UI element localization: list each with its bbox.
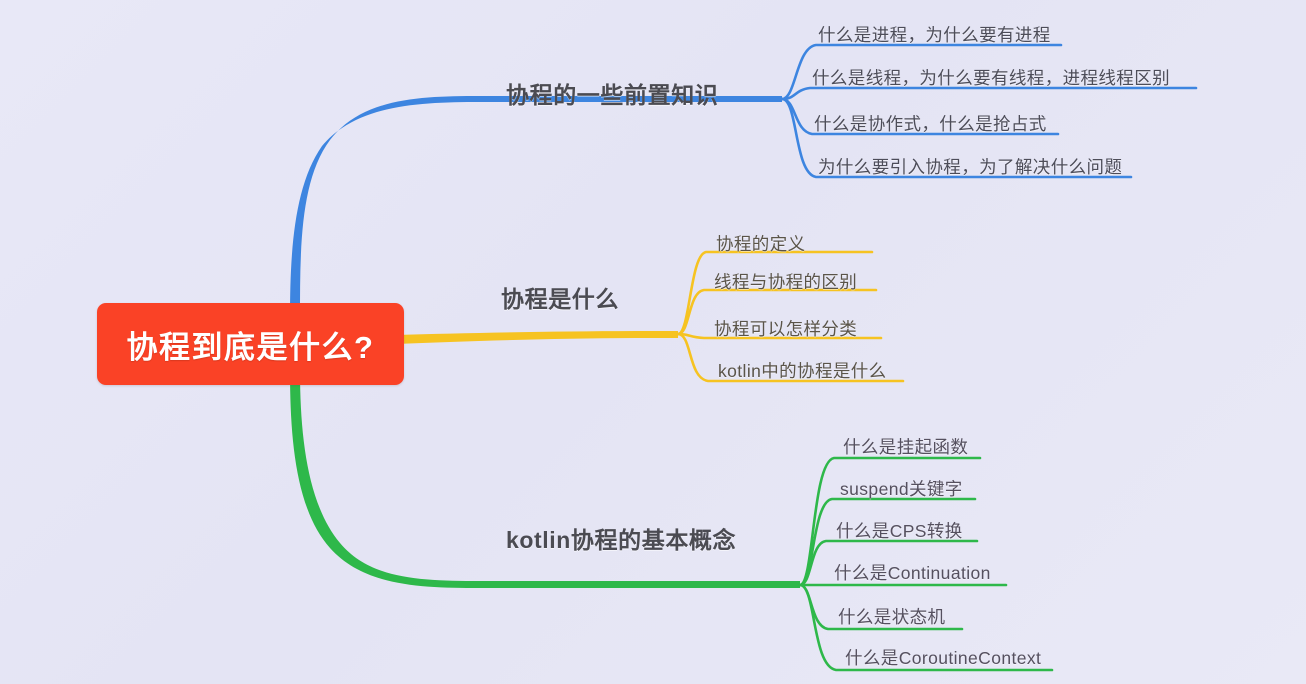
root-node-label: 协程到底是什么? <box>126 329 375 365</box>
leaf-label-process[interactable]: 什么是进程，为什么要有进程 <box>818 25 1051 45</box>
leaf-label-cps-transform[interactable]: 什么是CPS转换 <box>836 521 963 541</box>
leaf-label-classification[interactable]: 协程可以怎样分类 <box>714 319 858 339</box>
leaf-label-definition[interactable]: 协程的定义 <box>716 234 806 254</box>
leaf-label-why-coroutine[interactable]: 为什么要引入协程，为了解决什么问题 <box>818 157 1123 177</box>
leaf-label-kotlin-coroutine[interactable]: kotlin中的协程是什么 <box>718 361 887 381</box>
branch-trunk-green <box>290 370 800 588</box>
leaf-label-continuation[interactable]: 什么是Continuation <box>834 563 991 583</box>
branch-label-prerequisites[interactable]: 协程的一些前置知识 <box>506 82 719 108</box>
leaf-label-thread[interactable]: 什么是线程，为什么要有线程，进程线程区别 <box>812 68 1170 88</box>
leaf-label-thread-vs-coroutine[interactable]: 线程与协程的区别 <box>714 272 858 292</box>
leaf-label-cooperative-preemptive[interactable]: 什么是协作式，什么是抢占式 <box>814 114 1047 134</box>
branch-label-what-is-coroutine[interactable]: 协程是什么 <box>501 286 619 312</box>
branch-label-kotlin-basics[interactable]: kotlin协程的基本概念 <box>506 527 737 553</box>
leaf-label-state-machine[interactable]: 什么是状态机 <box>838 607 946 627</box>
leaf-label-suspend-keyword[interactable]: suspend关键字 <box>840 479 963 499</box>
leaf-label-suspend-function[interactable]: 什么是挂起函数 <box>843 437 969 457</box>
root-node[interactable]: 协程到底是什么? <box>97 303 404 385</box>
branch-trunk-amber <box>396 331 678 344</box>
leaf-label-coroutine-context[interactable]: 什么是CoroutineContext <box>845 648 1042 668</box>
